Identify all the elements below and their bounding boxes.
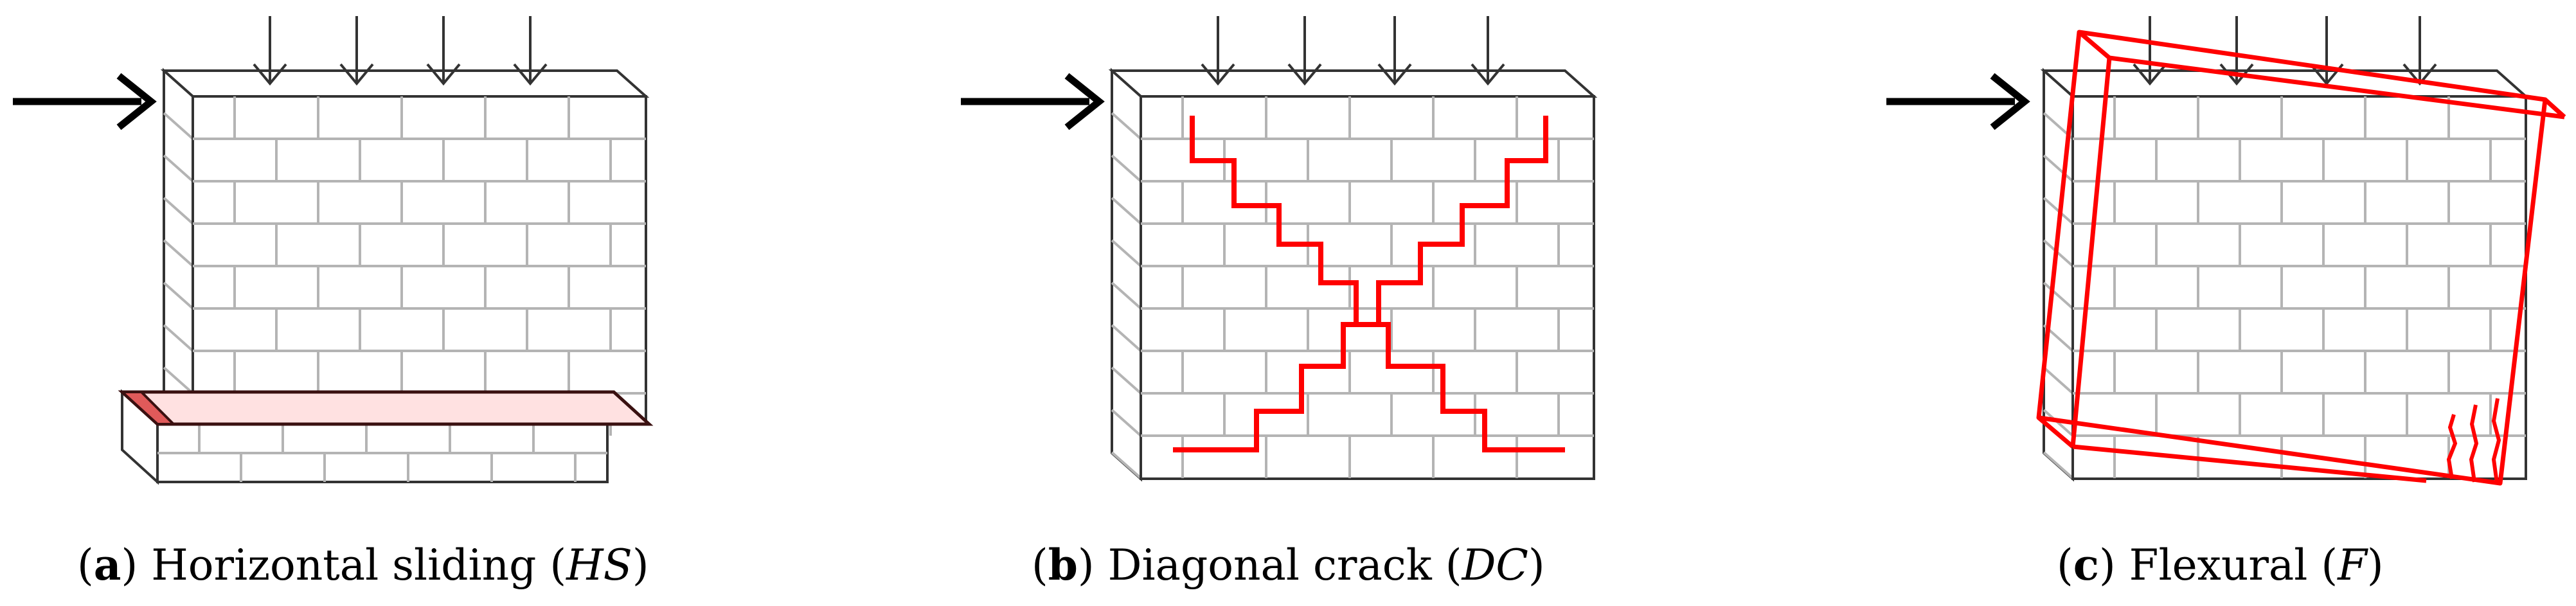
side-hatch-line <box>2043 281 2074 310</box>
caption-c-letter: c <box>2073 540 2099 590</box>
side-hatch-line <box>1111 366 1142 395</box>
side-hatch-line <box>1111 281 1142 310</box>
wall-top-face <box>2040 69 2530 98</box>
vertical-load-arrows <box>253 16 548 86</box>
wall-front-face <box>192 95 647 425</box>
side-hatch-line <box>1111 409 1142 437</box>
down-arrow-icon <box>1287 16 1322 86</box>
panel-b-diagram <box>961 16 1598 482</box>
side-hatch-line <box>1111 112 1142 140</box>
down-arrow-icon <box>2133 16 2167 86</box>
side-hatch-line <box>163 112 194 140</box>
down-arrow-icon <box>1471 16 1505 86</box>
sliding-plane <box>118 390 654 426</box>
caption-a-letter: a <box>93 540 121 590</box>
horizontal-arrow-icon <box>1886 73 2030 130</box>
side-hatch-line <box>1111 197 1142 225</box>
caption-b-letter: b <box>1048 540 1078 590</box>
side-hatch-line <box>163 324 194 352</box>
caption-b-abbr: DC <box>1462 540 1528 590</box>
panel-a-diagram <box>13 16 654 485</box>
caption-c: (c) Flexural (F) <box>2057 540 2384 590</box>
caption-a-abbr: HS <box>566 540 632 590</box>
side-hatch-line <box>163 281 194 310</box>
wall-top-face <box>160 69 650 98</box>
horizontal-arrow-icon <box>961 73 1105 130</box>
caption-c-title: Flexural <box>2129 540 2308 590</box>
wall-top-face <box>1108 69 1598 98</box>
side-hatch-line <box>163 366 194 395</box>
wall-front-face <box>1140 95 1595 480</box>
horizontal-arrow-icon <box>13 73 157 130</box>
side-hatch-line <box>2043 409 2074 437</box>
diagonal-crack-1 <box>1190 116 1565 452</box>
sliding-plane-end <box>118 391 177 425</box>
wall-side-face <box>1111 67 1142 482</box>
caption-b: (b) Diagonal crack (DC) <box>1032 540 1545 590</box>
caption-a-title: Horizontal sliding <box>151 540 537 590</box>
side-hatch-line <box>1111 239 1142 267</box>
rotated-wall-outline <box>2036 30 2566 486</box>
side-hatch-line <box>2043 366 2074 395</box>
side-hatch-line <box>163 154 194 183</box>
side-hatch-line <box>163 239 194 267</box>
down-arrow-icon <box>1377 16 1412 86</box>
wall-brick-pattern <box>1141 96 1594 478</box>
caption-b-title: Diagonal crack <box>1107 540 1432 590</box>
side-hatch-line <box>2043 239 2074 267</box>
down-arrow-icon <box>339 16 374 86</box>
panel-c-diagram <box>1886 16 2566 486</box>
diagonal-crack-2 <box>1173 116 1548 452</box>
caption-a: (a) Horizontal sliding (HS) <box>77 540 649 590</box>
side-hatch-line <box>2043 451 2074 479</box>
side-hatch-line <box>1111 451 1142 479</box>
base-brick-pattern <box>157 424 607 482</box>
wall-brick-pattern <box>2073 96 2526 478</box>
down-arrow-icon <box>1201 16 1235 86</box>
wall-side-hatching <box>1111 112 1142 479</box>
caption-c-abbr: F <box>2338 540 2367 590</box>
side-hatch-line <box>1111 154 1142 183</box>
vertical-load-arrows <box>1201 16 1505 86</box>
wall-side-hatching <box>163 112 194 395</box>
down-arrow-icon <box>253 16 287 86</box>
flexural-cracks <box>2446 398 2501 484</box>
down-arrow-icon <box>426 16 461 86</box>
side-hatch-line <box>163 197 194 225</box>
down-arrow-icon <box>513 16 548 86</box>
side-hatch-line <box>2043 154 2074 183</box>
side-hatch-line <box>1111 324 1142 352</box>
wall-front-face <box>2071 95 2527 480</box>
